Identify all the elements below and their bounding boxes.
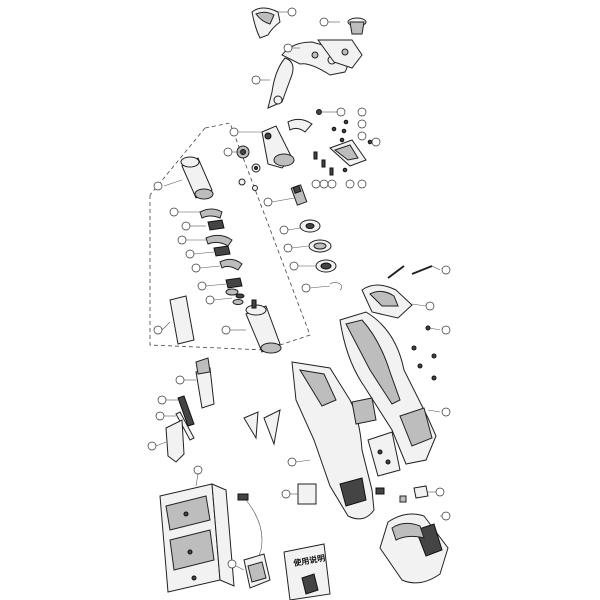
callout-marker [425,301,435,311]
callout-marker [301,283,311,293]
charger [237,493,271,589]
blade-bracket [287,118,367,167]
callout-marker [155,411,165,421]
label-sticker [297,483,317,505]
callout-marker [357,119,367,129]
callout-marker [221,325,231,335]
callout-marker [153,181,163,191]
pivot-bolt [347,17,367,35]
callout-marker [177,235,187,245]
screw-set-small [331,119,373,173]
callout-marker [281,489,291,499]
motor-cover [180,156,214,200]
callout-marker [279,225,289,235]
switch-button [375,487,407,503]
battery-pack [379,513,449,584]
callout-marker [205,295,215,305]
callout-marker [283,43,293,53]
callout-markers [147,7,451,571]
callout-marker [229,127,239,137]
callout-marker [197,281,207,291]
retaining-ring [329,282,342,291]
pinion [290,184,308,206]
blade-spring [267,57,294,109]
carry-case [159,483,235,593]
cutter-bit [165,419,185,463]
top-shell-cover [361,284,413,319]
callout-marker [287,457,297,467]
screw-set [411,325,437,381]
callout-marker [223,147,233,157]
callout-marker [441,407,451,417]
battery-latch [413,485,429,499]
bearing-top [299,219,321,233]
hex-key [175,411,195,441]
bearing-mid [308,239,332,253]
callout-marker [251,75,261,85]
callout-marker [319,17,329,27]
gear-housing [261,125,295,169]
left-handle-shell [291,361,375,520]
callout-marker [263,197,273,207]
callout-marker [153,325,163,335]
callout-marker [441,325,451,335]
sharpening-stone [195,357,215,409]
callout-marker [169,207,179,217]
callout-marker [283,243,293,253]
nut [316,109,337,115]
callout-marker [357,179,367,189]
insulation-sheet [169,295,195,345]
callout-marker [157,395,167,405]
callout-marker [336,107,346,117]
callout-marker [327,179,337,189]
callout-marker [287,7,297,17]
callout-marker [441,265,451,275]
motor [245,299,282,354]
fixed-blade [317,39,363,69]
planet-rings [199,208,243,289]
callout-marker [357,131,367,141]
callout-marker [319,179,329,189]
callout-marker [185,249,195,259]
bearing-low [315,259,337,273]
callout-marker [147,441,157,451]
washer-a [251,163,261,173]
manual-card: 使用说明 [283,543,331,600]
callout-marker [181,221,191,231]
trigger [351,397,377,425]
callout-marker [191,263,201,273]
callout-marker [175,375,185,385]
spare-blade [243,409,281,446]
small-pins [238,151,334,191]
shims [225,288,245,305]
callout-marker [311,179,321,189]
pruner-head-cover [251,7,281,39]
callout-marker [227,559,237,569]
callout-marker [193,465,203,475]
right-handle-shell [339,311,437,465]
callout-marker [435,487,445,497]
callout-marker [371,137,381,147]
callout-marker [357,107,367,117]
callout-marker [345,179,355,189]
pcb-board [367,431,401,477]
wrench-long [177,395,195,427]
callout-marker [289,261,299,271]
long-screws [387,265,433,279]
callout-marker [441,511,451,521]
